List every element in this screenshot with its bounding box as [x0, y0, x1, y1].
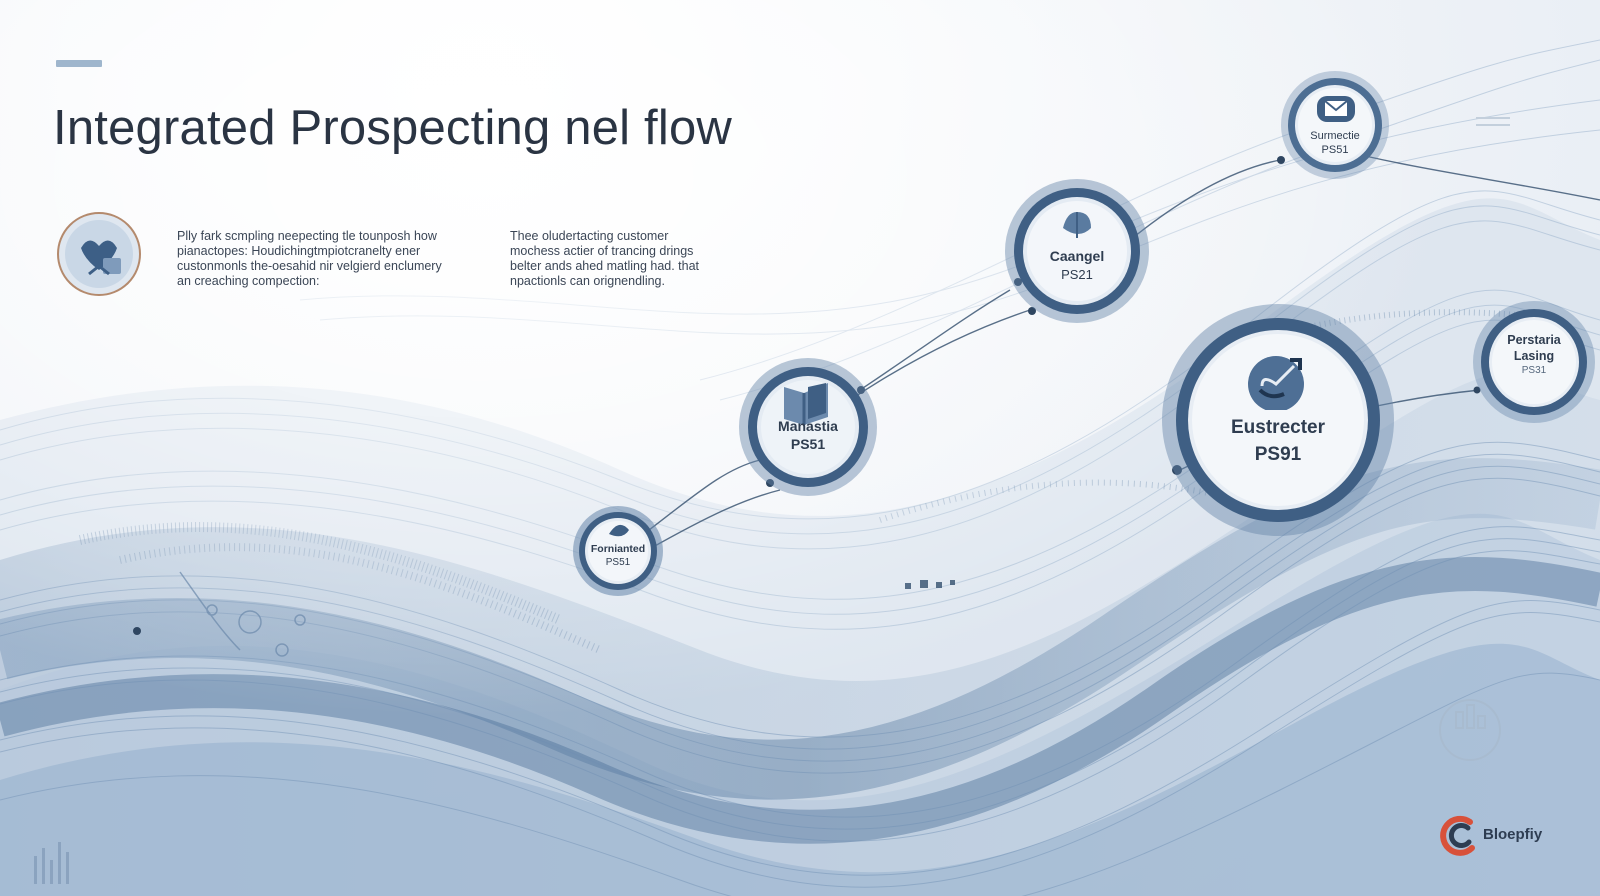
node-code: PS51	[790, 436, 826, 452]
brand-logo-icon	[1440, 815, 1475, 856]
node-label: Surmectie	[1310, 130, 1360, 142]
node-code: PS51	[605, 557, 631, 568]
mail-icon	[1317, 96, 1355, 122]
node-perstaria[interactable]: Perstaria Lasing PS31	[1472, 300, 1596, 424]
paragraph-line: mochess actier of trancing drings	[510, 244, 694, 258]
node-caangel[interactable]: Caangel PS21	[1004, 178, 1150, 324]
shield-check-icon	[609, 524, 629, 537]
folder-icon	[784, 383, 828, 425]
slide-title: Integrated Prospecting nel flow	[53, 101, 732, 155]
node-code: PS31	[1521, 365, 1547, 376]
paragraph-line: custonmonls the-oesahid nir velgierd enc…	[177, 259, 442, 273]
node-code: PS21	[1061, 267, 1093, 282]
paragraph-line: pianactopes: Houdichingtmpiotcranelty en…	[177, 244, 421, 258]
node-code: PS91	[1254, 444, 1302, 465]
paragraph-line: Plly fark scmpling neepecting tle tounpo…	[177, 229, 437, 243]
paragraph-line: an creaching compection:	[177, 274, 320, 288]
node-code: PS51	[1321, 144, 1349, 156]
link-icon	[1248, 356, 1304, 410]
menu-lines-icon	[1476, 117, 1510, 126]
node-surmectie[interactable]: Surmectie PS51	[1280, 70, 1390, 180]
node-label: Perstaria Lasing	[1507, 333, 1561, 363]
intro-paragraph-2: Thee oludertacting customer mochess acti…	[510, 229, 699, 289]
handshake-heart-icon	[57, 212, 141, 296]
node-label: Fornianted	[590, 543, 646, 555]
node-label: Manastia	[778, 418, 838, 434]
node-label: Caangel	[1049, 248, 1105, 264]
node-manastia[interactable]: Manastia PS51	[738, 357, 878, 497]
node-label: Eustrecter	[1231, 417, 1325, 438]
paragraph-line: belter ands ahed matling had. that	[510, 259, 700, 273]
node-eustrecter[interactable]: Eustrecter PS91	[1160, 302, 1396, 538]
title-accent-bar	[56, 60, 102, 67]
gem-icon	[1063, 212, 1091, 238]
paragraph-line: npactionls can orignendling.	[510, 274, 665, 288]
node-fornianted[interactable]: Fornianted PS51	[572, 505, 664, 597]
brand-name: Bloepfiy	[1483, 826, 1543, 843]
intro-paragraph-1: Plly fark scmpling neepecting tle tounpo…	[177, 229, 442, 289]
paragraph-line: Thee oludertacting customer	[510, 229, 669, 243]
